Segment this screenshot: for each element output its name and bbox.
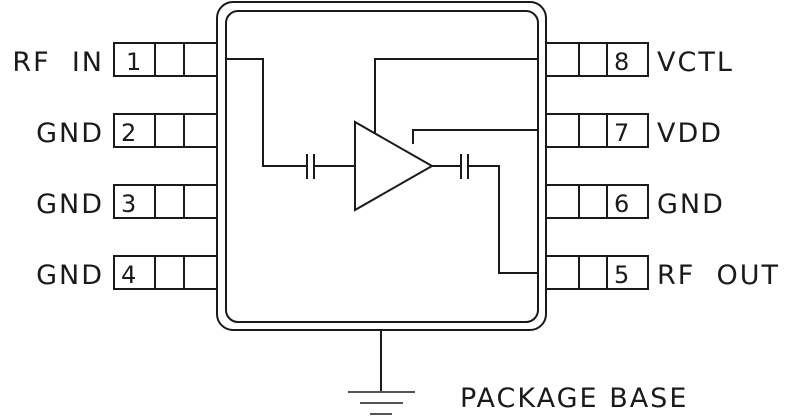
pin-number: 5: [614, 261, 629, 289]
pin-4: 4 GND: [36, 255, 218, 291]
pin-label: GND: [36, 260, 104, 291]
pin-label: GND: [657, 189, 725, 220]
pin-label: VDD: [657, 118, 723, 149]
output-capacitor-icon: [460, 154, 469, 179]
pin-number: 2: [121, 119, 136, 147]
pin-1: 1 RF IN: [12, 42, 218, 78]
input-capacitor-icon: [306, 154, 315, 179]
pin-number: 6: [614, 190, 629, 218]
rf-out-trace: [468, 165, 538, 274]
pin-number: 8: [614, 48, 629, 76]
pin-3: 3 GND: [36, 184, 218, 220]
package-base-label: PACKAGE BASE: [460, 383, 688, 414]
pin-label: RF OUT: [657, 260, 780, 291]
pin-number: 7: [614, 119, 629, 147]
pin-label: GND: [36, 118, 104, 149]
package-inner-outline: [225, 10, 539, 323]
pin-number: 4: [121, 261, 136, 289]
pin-2: 2 GND: [36, 113, 218, 149]
vdd-trace: [412, 129, 538, 144]
pin-label: GND: [36, 189, 104, 220]
ground-icon: [348, 391, 415, 415]
pin-label: VCTL: [657, 47, 734, 78]
pin-label: RF IN: [12, 47, 104, 78]
pin-8: 8 VCTL: [545, 42, 734, 78]
rf-in-trace: [226, 58, 307, 167]
pin-7: 7 VDD: [545, 113, 723, 149]
pin-5: 5 RF OUT: [545, 255, 780, 291]
amplifier-icon: [354, 120, 435, 212]
pin-number: 1: [126, 48, 141, 76]
vctl-trace: [374, 58, 538, 133]
pin-6: 6 GND: [545, 184, 725, 220]
pin-number: 3: [121, 190, 136, 218]
